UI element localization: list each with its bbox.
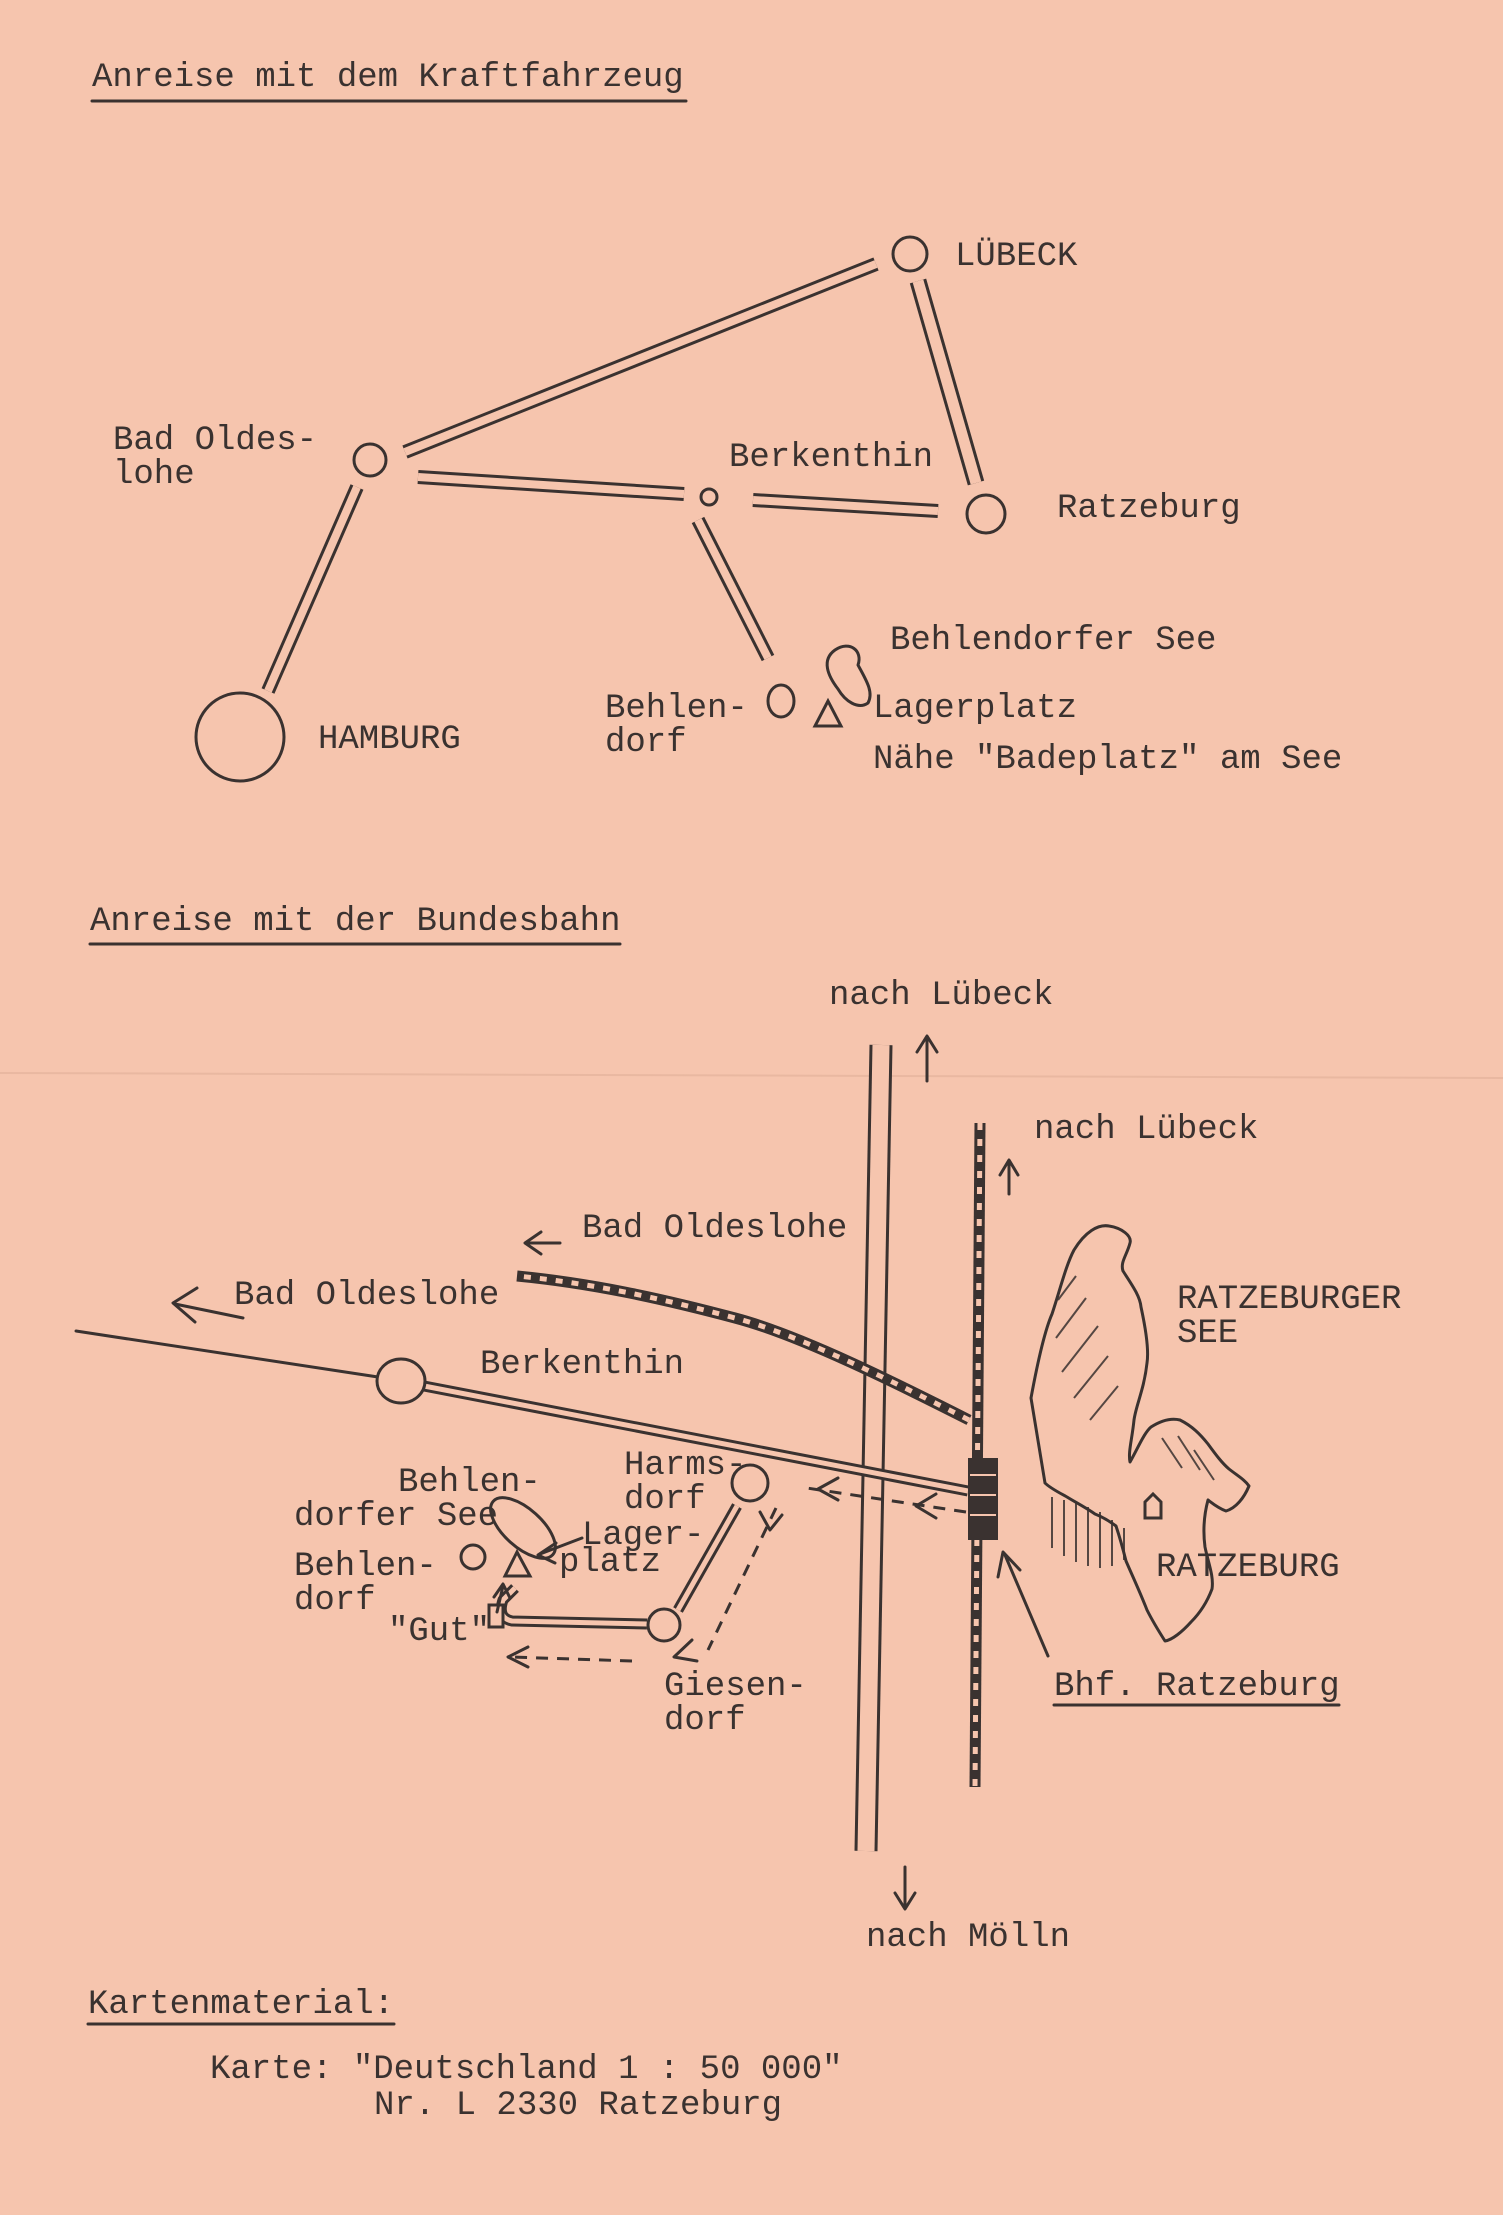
railway-bad-oldesloe-inner (516, 1273, 971, 1423)
walk-arrowhead-icon (914, 1492, 938, 1520)
label-giesendorf-line1: Giesen- (664, 1668, 807, 1706)
label-nach-luebeck-rail: nach Lübeck (1034, 1111, 1258, 1149)
lake-ratzeburger-see (1029, 1224, 1251, 1643)
label-ratzeburg: Ratzeburg (1057, 490, 1241, 528)
campsite-triangle-icon (502, 1548, 533, 1578)
road-bad-oldesloe-luebeck-inner (403, 260, 878, 456)
walk-arrowhead-icon (758, 1510, 784, 1532)
label-lagerplatz: Lagerplatz (873, 690, 1077, 728)
label-nach-moelln: nach Mölln (866, 1919, 1070, 1957)
road-giesendorf-gut (495, 1584, 648, 1630)
label-giesendorf-line2: dorf (664, 1702, 746, 1740)
town-marker-bad-oldesloe (352, 442, 388, 478)
road-bad-oldesloe-hamburg-inner (264, 485, 361, 693)
rail-route-heading: Anreise mit der Bundesbahn (90, 903, 621, 941)
label-ratzeburg: RATZEBURG (1156, 1549, 1340, 1587)
label-bahnhof-ratzeburg: Bhf. Ratzeburg (1054, 1668, 1340, 1706)
road-luebeck-ratzeburg-inner (912, 279, 982, 485)
walk-route-giesendorf-gut (509, 1655, 633, 1663)
label-berkenthin: Berkenthin (480, 1346, 684, 1384)
road-west-single-line (74, 1329, 380, 1379)
town-marker-harmsdorf (730, 1463, 770, 1503)
arrow-down-icon (893, 1891, 917, 1911)
lake-behlendorfer-see (825, 644, 872, 707)
road-harmsdorf-giesendorf-inner (675, 1504, 740, 1612)
label-lagerplatz-line2: platz (559, 1544, 661, 1582)
car-route-map: LÜBECK Bad Oldes- lohe Berkenthin Ratzeb… (113, 235, 1342, 783)
label-behlendorf-line1: Behlen- (605, 690, 748, 728)
town-marker-ratzeburg (965, 493, 1007, 535)
label-behlendorf-line2: dorf (294, 1582, 376, 1620)
label-hamburg: HAMBURG (318, 721, 461, 759)
map-material-heading: Kartenmaterial: (88, 1986, 394, 2024)
campsite-triangle-icon (812, 697, 844, 728)
walk-arrowhead-icon (816, 1476, 840, 1502)
town-marker-hamburg (194, 691, 286, 783)
label-bad-oldesloe-rail: Bad Oldeslohe (582, 1210, 847, 1248)
label-lagerplatz-note: Nähe "Badeplatz" am See (873, 741, 1342, 779)
label-behlendorfer-see-line1: Behlen- (398, 1464, 541, 1502)
label-gut: "Gut" (388, 1613, 490, 1651)
lake-hatching (1055, 1275, 1215, 1481)
paper-fold-crease (0, 1072, 1503, 1079)
arrow-left-icon (171, 1286, 199, 1324)
road-berkenthin-ratzeburg-inner (423, 1383, 969, 1494)
car-route-section: Anreise mit dem Kraftfahrzeug LÜBECK Bad… (90, 59, 1342, 783)
campsite-pointer-arrow-icon (538, 1536, 584, 1556)
town-marker-behlendorf (459, 1543, 487, 1571)
walk-arrowhead-icon (506, 1645, 530, 1669)
station-pointer-arrow-icon (996, 1550, 1022, 1579)
label-behlendorf-line1: Behlen- (294, 1548, 437, 1586)
label-lagerplatz-line1: Lager- (582, 1517, 704, 1555)
road-berkenthin-behlendorf-inner (694, 518, 772, 660)
road-bad-oldesloe-berkenthin-inner (417, 473, 685, 498)
arrow-up-icon (495, 1584, 505, 1614)
town-ratzeburg-hatching (1051, 1491, 1163, 1568)
walk-arrowhead-icon (672, 1638, 699, 1663)
campsite-pointer-arrow-icon (536, 1541, 558, 1565)
town-marker-berkenthin (375, 1357, 427, 1405)
arrow-up-icon (915, 1034, 939, 1054)
label-ratzeburger-see-line2: SEE (1177, 1315, 1238, 1353)
label-harmsdorf-line1: Harms- (624, 1447, 746, 1485)
label-ratzeburger-see-line1: RATZEBURGER (1177, 1281, 1401, 1319)
map-material-number: Nr. L 2330 Ratzeburg (374, 2087, 782, 2125)
road-north-south-inner (857, 1044, 890, 1852)
arrow-up-icon (998, 1158, 1020, 1177)
town-marker-behlendorf (766, 683, 796, 719)
rail-route-map: nach Lübeck nach Lübeck Bad Oldeslohe Ba… (74, 977, 1401, 1957)
label-bad-oldesloe-road: Bad Oldeslohe (234, 1277, 499, 1315)
road-berkenthin-ratzeburg-inner (752, 496, 939, 515)
walk-route-station-harmsdorf (799, 1485, 967, 1514)
map-material-sheet: Karte: "Deutschland 1 : 50 000" (210, 2051, 843, 2089)
lake-behlendorfer-see (489, 1496, 557, 1560)
arrow-left-icon (173, 1302, 245, 1320)
station-pointer-arrow-icon (1003, 1553, 1050, 1658)
label-behlendorfer-see-line2: dorfer See (294, 1498, 498, 1536)
house-icon (1143, 1491, 1163, 1520)
town-marker-luebeck (891, 235, 929, 273)
town-marker-giesendorf (646, 1607, 682, 1643)
arrow-up-icon (492, 1582, 512, 1600)
rail-route-section: Anreise mit der Bundesbahn (74, 903, 1401, 1957)
walk-route-harmsdorf-giesendorf (706, 1507, 778, 1651)
railway-luebeck-moelln (969, 1122, 986, 1788)
label-bad-oldesloe-line2: lohe (113, 456, 195, 494)
label-behlendorfer-see: Behlendorfer See (890, 622, 1216, 660)
arrow-left-icon (523, 1230, 543, 1256)
label-luebeck: LÜBECK (955, 238, 1078, 276)
label-bad-oldesloe-line1: Bad Oldes- (113, 422, 317, 460)
label-berkenthin: Berkenthin (729, 439, 933, 477)
estate-gut-marker (487, 1603, 505, 1629)
station-ratzeburg-marker (968, 1458, 998, 1540)
label-nach-luebeck-road: nach Lübeck (829, 977, 1053, 1015)
town-marker-berkenthin (699, 487, 719, 507)
map-material-section: Kartenmaterial: Karte: "Deutschland 1 : … (86, 1986, 843, 2125)
label-behlendorf-line2: dorf (605, 724, 687, 762)
car-route-heading: Anreise mit dem Kraftfahrzeug (92, 59, 684, 97)
label-harmsdorf-line2: dorf (624, 1481, 706, 1519)
